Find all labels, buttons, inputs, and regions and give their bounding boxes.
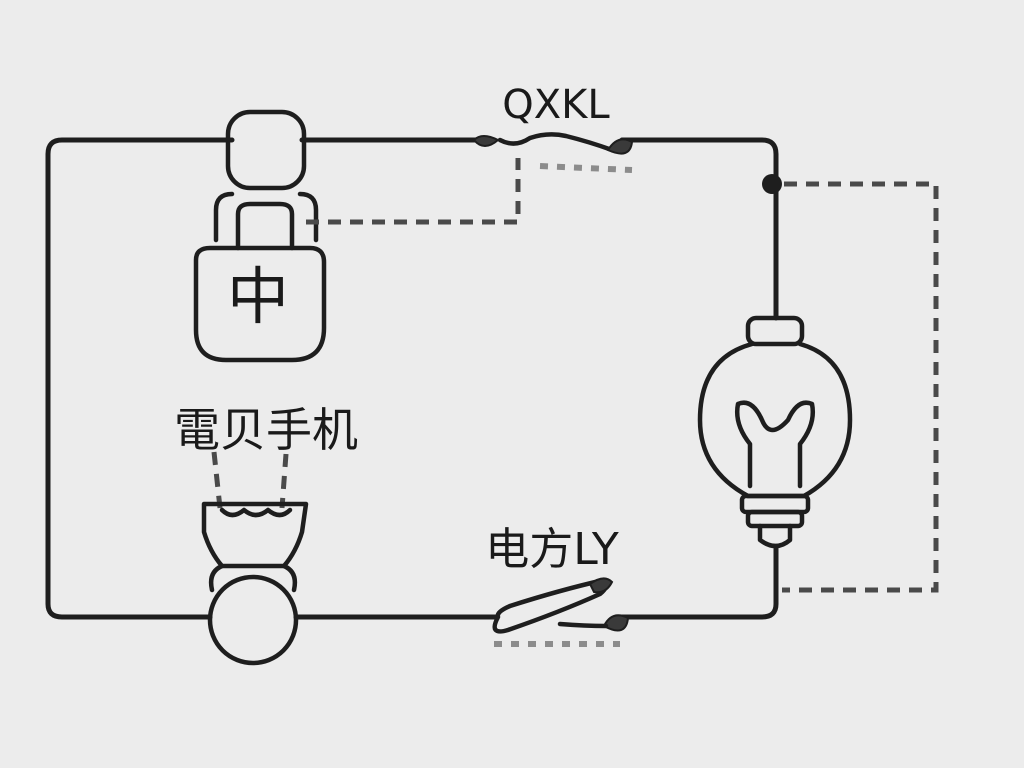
transformer-char: 中 xyxy=(227,260,289,333)
bulb-base-ring-2 xyxy=(745,509,805,529)
bulb-base-tip xyxy=(757,523,793,549)
motor-neck xyxy=(208,563,298,593)
top-switch-contact-right xyxy=(606,138,634,155)
left-device-label: 電贝手机 xyxy=(174,403,358,457)
bottom-switch-link xyxy=(557,621,609,629)
transformer-top-block xyxy=(225,109,307,191)
bulb-base-ring-1 xyxy=(739,493,811,515)
top-switch-contact-left xyxy=(472,135,500,147)
top-switch-lever xyxy=(497,132,615,153)
control-dashed-link-top xyxy=(306,158,521,225)
bypass-dashed-line xyxy=(782,181,939,593)
right-wire-lower xyxy=(617,545,779,620)
main-wiring xyxy=(45,137,779,620)
motor-head-wave xyxy=(219,507,293,518)
bottom-switch-contact-right xyxy=(602,614,630,632)
bottom-switch-label: 电方LY xyxy=(485,524,619,575)
motor-dashed-lead-right xyxy=(279,453,289,509)
top-switch-symbol xyxy=(472,132,634,173)
light-bulb-symbol xyxy=(697,315,853,549)
motor-dashed-lead-left xyxy=(211,451,223,509)
transformer-symbol: 中 xyxy=(193,109,327,363)
junction-node xyxy=(762,174,782,194)
motor-circle xyxy=(207,574,299,666)
bulb-glass xyxy=(697,341,853,499)
top-switch-label: QXKL xyxy=(502,82,610,128)
transformer-body xyxy=(193,245,327,363)
top-wire-right xyxy=(619,137,779,321)
bulb-cap xyxy=(745,315,805,347)
top-wire-left xyxy=(45,137,235,620)
bottom-switch-symbol xyxy=(492,577,630,647)
transformer-arch-outer-right xyxy=(297,191,319,243)
top-switch-dashed-link xyxy=(539,163,633,173)
motor-symbol xyxy=(201,451,309,666)
bottom-switch-tip xyxy=(588,577,614,594)
transformer-arch-outer-left xyxy=(213,191,235,243)
transformer-arch-inner xyxy=(235,201,295,251)
bulb-filament xyxy=(735,400,815,489)
